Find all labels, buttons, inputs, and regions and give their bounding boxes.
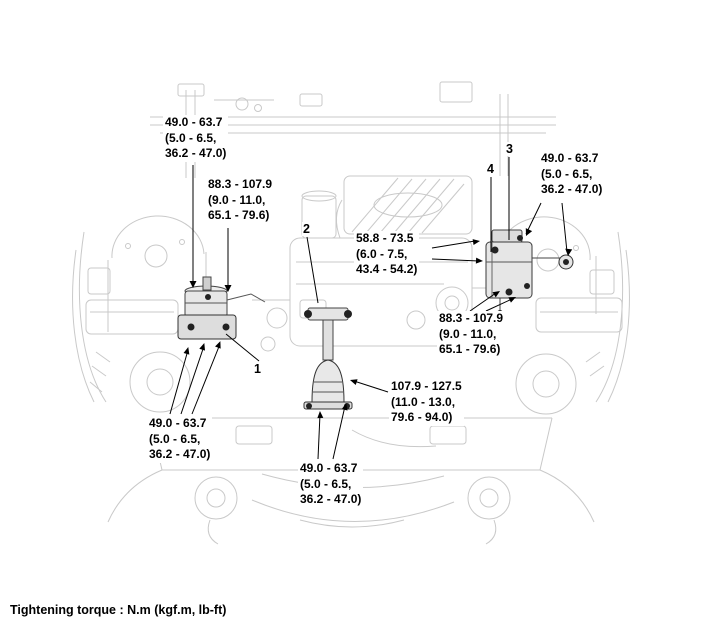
torque-value-line: 65.1 - 79.6) [439, 342, 501, 356]
torque-value-line: 88.3 - 107.9 [208, 177, 273, 191]
part-number-3: 3 [505, 142, 514, 156]
engine-line-art [72, 81, 630, 545]
torque-value-line: (9.0 - 11.0, [208, 192, 266, 207]
torque-label-roll-rod: 107.9 - 127.5 (11.0 - 13.0, 79.6 - 94.0) [389, 379, 464, 426]
torque-value-line: (5.0 - 6.5, [541, 166, 593, 181]
torque-value-line: 36.2 - 47.0) [300, 492, 362, 506]
torque-value-line: (5.0 - 6.5, [300, 476, 352, 491]
part-number-4: 4 [486, 162, 495, 176]
torque-value-line: 36.2 - 47.0) [165, 146, 227, 160]
part-number-2: 2 [302, 222, 311, 236]
torque-value-line: (5.0 - 6.5, [165, 130, 217, 145]
torque-label-bottom-center-damper: 49.0 - 63.7 (5.0 - 6.5, 36.2 - 47.0) [298, 461, 364, 508]
torque-label-bottom-left-mount: 49.0 - 63.7 (5.0 - 6.5, 36.2 - 47.0) [147, 416, 213, 463]
tightening-torque-note: Tightening torque : N.m (kgf.m, lb-ft) [10, 603, 227, 617]
torque-value-line: (9.0 - 11.0, [439, 326, 497, 341]
transmission-mount [485, 229, 574, 316]
torque-label-left-mount-bolt: 88.3 - 107.9 (9.0 - 11.0, 65.1 - 79.6) [206, 177, 275, 224]
torque-value-line: 107.9 - 127.5 [391, 379, 462, 393]
torque-value-line: 58.8 - 73.5 [356, 231, 414, 245]
callout-arrowheads [183, 228, 573, 419]
torque-value-line: (5.0 - 6.5, [149, 431, 201, 446]
torque-label-center-insulator: 58.8 - 73.5 (6.0 - 7.5, 43.4 - 54.2) [354, 231, 420, 278]
torque-label-right-mount-bolt: 88.3 - 107.9 (9.0 - 11.0, 65.1 - 79.6) [437, 311, 506, 358]
torque-value-line: 49.0 - 63.7 [300, 461, 358, 475]
torque-value-line: 49.0 - 63.7 [541, 151, 599, 165]
torque-label-top-right-transmission-mount: 49.0 - 63.7 (5.0 - 6.5, 36.2 - 47.0) [539, 151, 605, 198]
part-number-1: 1 [253, 362, 262, 376]
center-roll-damper [303, 307, 353, 410]
torque-value-line: 36.2 - 47.0) [541, 182, 603, 196]
torque-value-line: 49.0 - 63.7 [165, 115, 223, 129]
torque-value-line: 79.6 - 94.0) [391, 410, 453, 424]
torque-value-line: 88.3 - 107.9 [439, 311, 504, 325]
torque-value-line: 65.1 - 79.6) [208, 208, 270, 222]
torque-value-line: (6.0 - 7.5, [356, 246, 408, 261]
left-engine-mount [177, 276, 266, 340]
callout-leader-lines [169, 157, 568, 460]
torque-value-line: 36.2 - 47.0) [149, 447, 211, 461]
torque-value-line: 43.4 - 54.2) [356, 262, 418, 276]
torque-value-line: 49.0 - 63.7 [149, 416, 207, 430]
torque-label-top-left-engine-mount: 49.0 - 63.7 (5.0 - 6.5, 36.2 - 47.0) [163, 115, 229, 162]
torque-value-line: (11.0 - 13.0, [391, 394, 456, 409]
